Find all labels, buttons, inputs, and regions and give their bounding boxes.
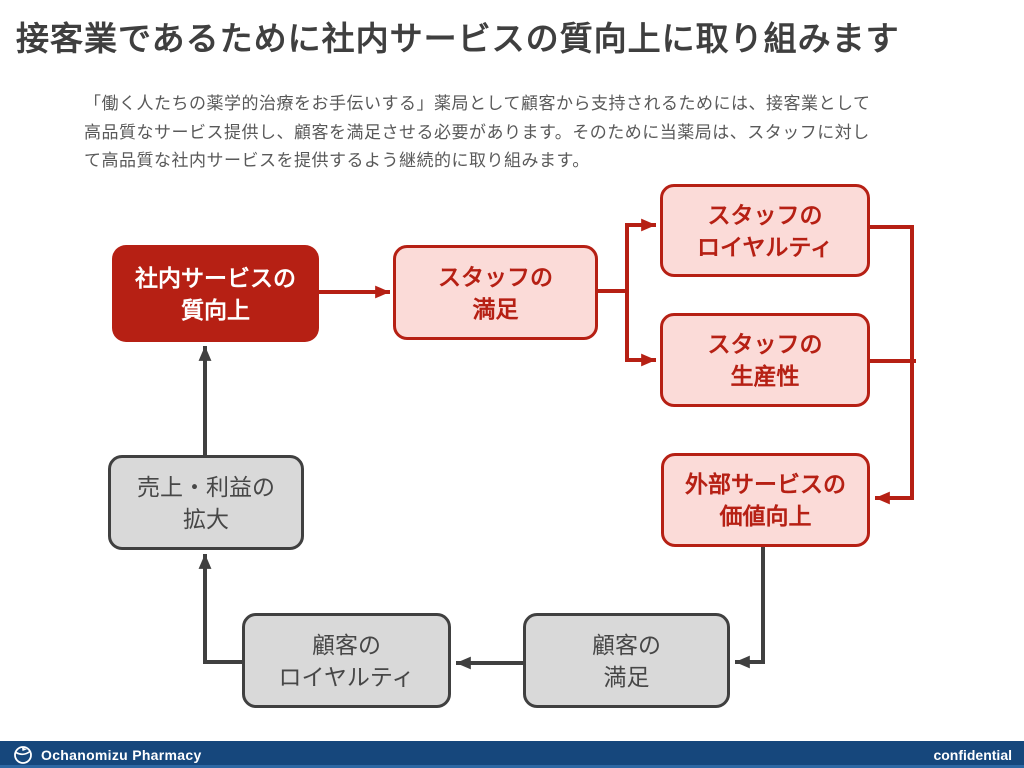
node-external-service-value: 外部サービスの 価値向上 <box>661 453 870 547</box>
slide-title: 接客業であるために社内サービスの質向上に取り組みます <box>16 20 900 57</box>
company-logo-icon <box>13 745 33 765</box>
node-label-line: ロイヤルティ <box>697 233 833 260</box>
node-label-line: スタッフの <box>707 201 823 228</box>
node-staff-productivity: スタッフの 生産性 <box>660 313 870 407</box>
node-label-line: 売上・利益の <box>137 473 275 500</box>
node-label-line: 拡大 <box>183 505 229 532</box>
arrow-customer-loyalty-to-sales <box>198 553 244 664</box>
node-label-line: 社内サービスの <box>135 264 296 291</box>
arrow-external-to-customer-satisfaction <box>734 545 765 669</box>
node-label-line: スタッフの <box>707 331 823 357</box>
node-label-line: 価値向上 <box>719 503 812 529</box>
node-staff-satisfaction: スタッフの 満足 <box>393 245 598 340</box>
footer-confidential-label: confidential <box>933 746 1012 763</box>
node-customer-loyalty: 顧客の ロイヤルティ <box>242 613 451 708</box>
intro-line: て高品質な社内サービスを提供するよう継続的に取り組みます。 <box>84 151 590 170</box>
arrow-to-external-service-value <box>868 225 914 505</box>
node-label-line: 満足 <box>603 663 650 690</box>
footer-bar: Ochanomizu Pharmacy confidential <box>0 741 1024 768</box>
intro-line: 「働く人たちの薬学的治療をお手伝いする」薬局として顧客から支持されるためには、接… <box>84 94 871 113</box>
node-label-line: スタッフの <box>438 263 553 290</box>
node-label-line: 外部サービスの <box>685 471 846 497</box>
connector-staff-satisfaction-split <box>596 223 629 362</box>
intro-line: 高品質なサービス提供し、顧客を満足させる必要があります。そのために当薬局は、スタ… <box>84 122 870 142</box>
node-label-line: 生産性 <box>730 363 800 389</box>
footer-company-name: Ochanomizu Pharmacy <box>41 746 202 763</box>
node-label-line: ロイヤルティ <box>278 663 415 690</box>
node-customer-satisfaction: 顧客の 満足 <box>523 613 730 708</box>
node-label-line: 顧客の <box>592 631 661 658</box>
node-label-line: 顧客の <box>312 631 381 658</box>
node-internal-service-quality: 社内サービスの 質向上 <box>112 245 319 342</box>
node-label-line: 質向上 <box>181 296 250 323</box>
intro-paragraph: 「働く人たちの薬学的治療をお手伝いする」薬局として顧客から支持されるためには、接… <box>84 90 929 176</box>
node-staff-loyalty: スタッフの ロイヤルティ <box>660 184 870 277</box>
node-label-line: 満足 <box>472 295 519 322</box>
node-sales-profit-growth: 売上・利益の 拡大 <box>108 455 304 550</box>
